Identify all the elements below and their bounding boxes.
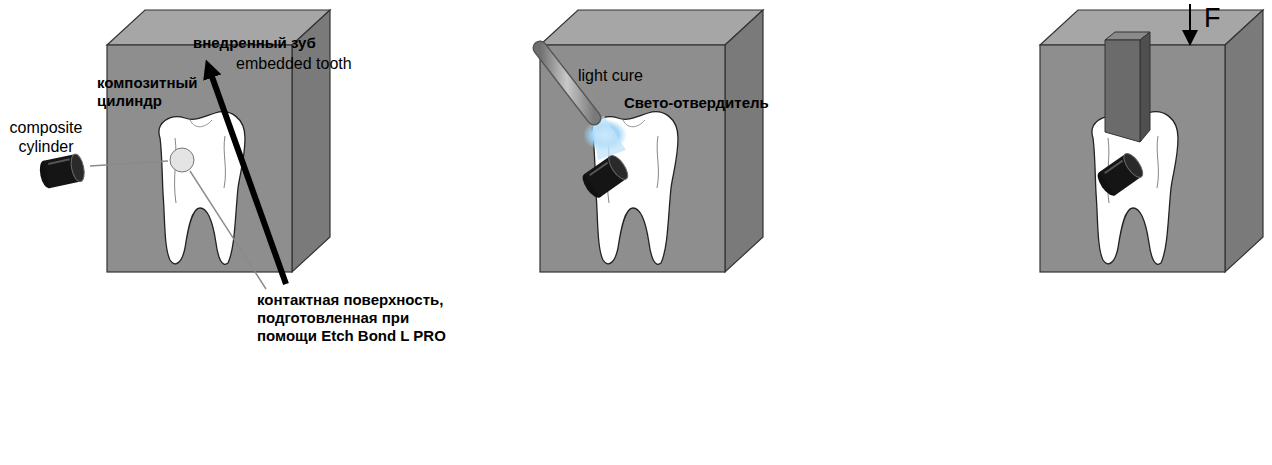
composite-cylinder <box>1094 150 1146 198</box>
force-label: F <box>1204 2 1244 34</box>
embedding-block <box>1040 10 1263 272</box>
composite-cylinder <box>38 153 87 190</box>
composite-cylinder <box>579 152 631 200</box>
annotation-label: композитный цилиндр <box>97 74 197 110</box>
pointer-arrow <box>211 74 286 284</box>
embedding-block <box>540 10 763 272</box>
annotation-label: embedded tooth <box>236 54 356 73</box>
shear-blade <box>1105 40 1140 142</box>
annotation-label: внедренный зуб <box>193 34 333 52</box>
annotation-label: контактная поверхность, подготовленная п… <box>257 291 472 345</box>
leader-line <box>90 161 168 166</box>
force-arrow <box>1189 4 1191 38</box>
contact-surface <box>170 148 194 172</box>
annotation-label: light cure <box>578 66 678 85</box>
annotation-label: Свето-отвердитель <box>624 94 794 112</box>
annotation-label: composite cylinder <box>4 118 88 156</box>
shear-blade-side <box>1140 32 1150 142</box>
